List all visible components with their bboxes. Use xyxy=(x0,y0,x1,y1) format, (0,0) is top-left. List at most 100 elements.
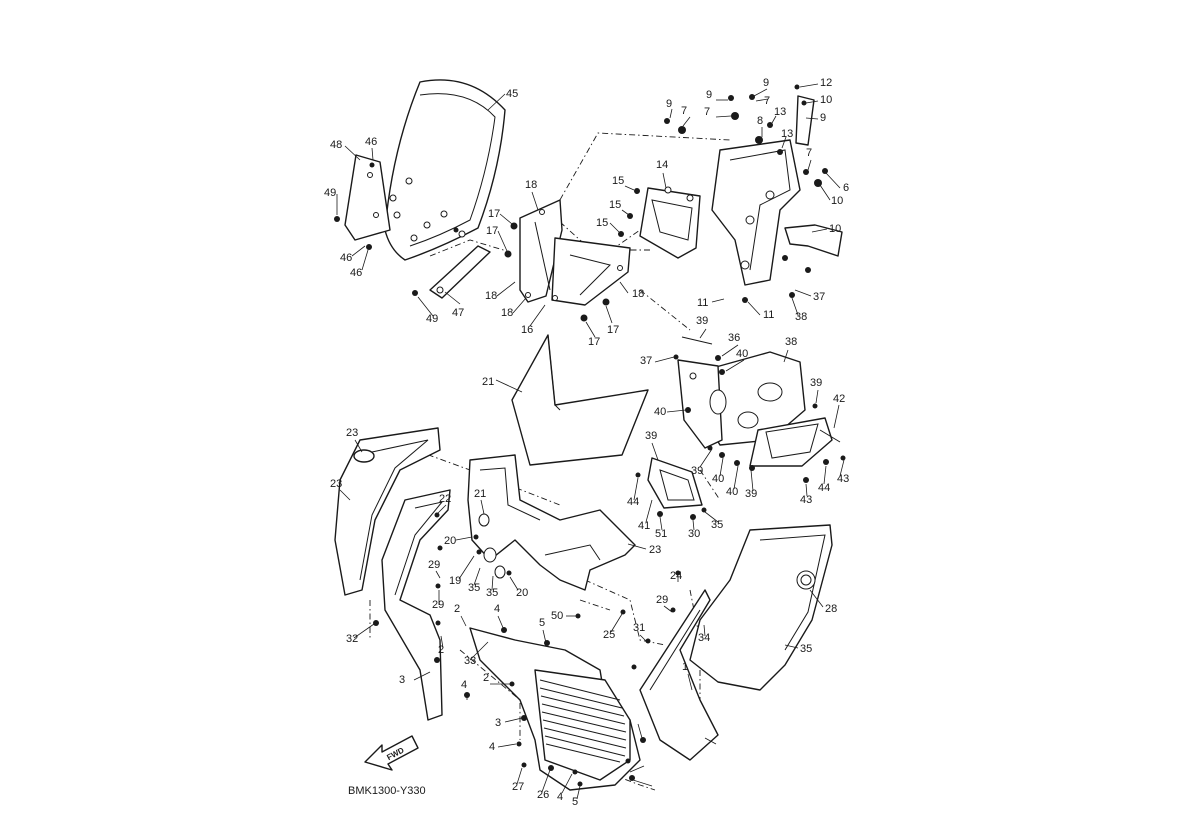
callout-43: 41 xyxy=(638,520,650,532)
leader-line xyxy=(605,305,613,324)
leader-line xyxy=(781,136,787,149)
leader-line xyxy=(491,575,494,591)
leader-line xyxy=(480,499,485,515)
leader-line xyxy=(733,465,739,490)
meter-bracket-part-14 xyxy=(639,186,701,259)
leader-line xyxy=(627,543,647,550)
inner-panel-part-32 xyxy=(373,489,451,721)
leader-line xyxy=(699,448,713,468)
leader-line xyxy=(460,615,467,627)
callout-22: 35 xyxy=(468,582,480,594)
callout-41: 21 xyxy=(482,376,494,388)
callout-10: 11 xyxy=(763,309,774,321)
callout-23: 25 xyxy=(603,629,615,641)
leader-line xyxy=(444,291,461,305)
leader-line xyxy=(609,222,620,233)
callout-51: 23 xyxy=(346,427,358,439)
bracket-bolts-17 xyxy=(504,222,610,322)
leader-line xyxy=(662,172,667,189)
leader-line xyxy=(715,115,732,118)
callout-4: 5 xyxy=(572,796,578,808)
callout-23: 19 xyxy=(449,575,461,587)
callout-1: 33 xyxy=(464,655,476,667)
leader-line xyxy=(585,321,596,338)
leader-line xyxy=(692,519,695,531)
leader-line xyxy=(512,297,527,314)
leader-line xyxy=(435,570,441,579)
leader-line xyxy=(440,635,444,649)
leader-line xyxy=(819,184,831,201)
leader-line xyxy=(747,301,761,316)
callout-18: 18 xyxy=(485,290,497,302)
callout-2: 4 xyxy=(494,603,500,615)
callout-46: 46 xyxy=(365,136,377,148)
diagram-code: BMK1300-Y330 xyxy=(348,785,426,797)
leader-line xyxy=(497,230,508,252)
bracket-part-42 xyxy=(635,457,707,520)
callout-35: 2 xyxy=(438,644,444,656)
leader-line xyxy=(771,115,777,124)
leader-lines xyxy=(336,83,845,800)
leader-line xyxy=(529,304,546,327)
leader-line xyxy=(509,576,519,591)
leader-line xyxy=(807,159,812,171)
windscreen-part-45 xyxy=(384,79,506,261)
leader-line xyxy=(504,717,523,723)
side-cowl-part-30 xyxy=(334,427,441,596)
callout-35: 29 xyxy=(432,599,444,611)
callout-12: 9 xyxy=(820,112,826,124)
callout-11: 38 xyxy=(795,311,807,323)
callout-29: 29 xyxy=(656,594,668,606)
callout-7: 10 xyxy=(831,195,843,207)
callout-38: 39 xyxy=(810,377,822,389)
callout-18: 18 xyxy=(501,307,513,319)
callout-9: 9 xyxy=(666,98,672,110)
leader-line xyxy=(437,504,447,514)
side-panel-part-24 xyxy=(689,524,833,691)
callout-3: 4 xyxy=(489,741,495,753)
leader-line xyxy=(624,185,635,191)
callout-48: 48 xyxy=(330,139,342,151)
leader-line xyxy=(497,615,505,631)
callout-44: 44 xyxy=(627,496,639,508)
callout-7: 7 xyxy=(681,105,687,117)
callout-15: 15 xyxy=(609,199,621,211)
leader-line xyxy=(561,773,573,794)
callout-30: 23 xyxy=(330,478,342,490)
callout-46: 46 xyxy=(350,267,362,279)
leader-line xyxy=(413,671,431,681)
leader-line xyxy=(645,499,653,523)
leader-line xyxy=(704,511,719,523)
leader-line xyxy=(473,567,481,586)
callout-46: 46 xyxy=(340,252,352,264)
callout-16: 16 xyxy=(521,324,533,336)
leader-line xyxy=(805,483,808,497)
leader-line xyxy=(719,457,724,477)
leader-line xyxy=(353,623,375,639)
leader-line xyxy=(576,785,581,800)
callout-18: 18 xyxy=(525,179,537,191)
callout-38: 36 xyxy=(728,332,740,344)
leader-line xyxy=(725,359,745,372)
inner-bracket-part-19 xyxy=(467,454,636,619)
leader-line xyxy=(666,409,687,413)
callout-29: 31 xyxy=(633,622,645,634)
callout-44: 35 xyxy=(711,519,723,531)
leader-line xyxy=(704,737,717,745)
leader-line xyxy=(753,88,768,97)
callout-21: 35 xyxy=(486,587,498,599)
callout-37: 42 xyxy=(833,393,845,405)
leader-line xyxy=(833,404,840,429)
callout-14: 14 xyxy=(656,159,668,171)
callout-39: 40 xyxy=(736,348,748,360)
callout-39: 40 xyxy=(654,406,666,418)
leader-line xyxy=(632,779,653,787)
callout-17: 17 xyxy=(488,208,500,220)
side-cowl-part-26 xyxy=(631,570,719,761)
callout-10: 11 xyxy=(697,297,708,309)
leader-line xyxy=(799,83,819,88)
leader-line xyxy=(458,555,475,580)
frame-stay-bolts xyxy=(664,84,828,303)
leader-line xyxy=(783,349,789,363)
callout-31: 32 xyxy=(346,633,358,645)
